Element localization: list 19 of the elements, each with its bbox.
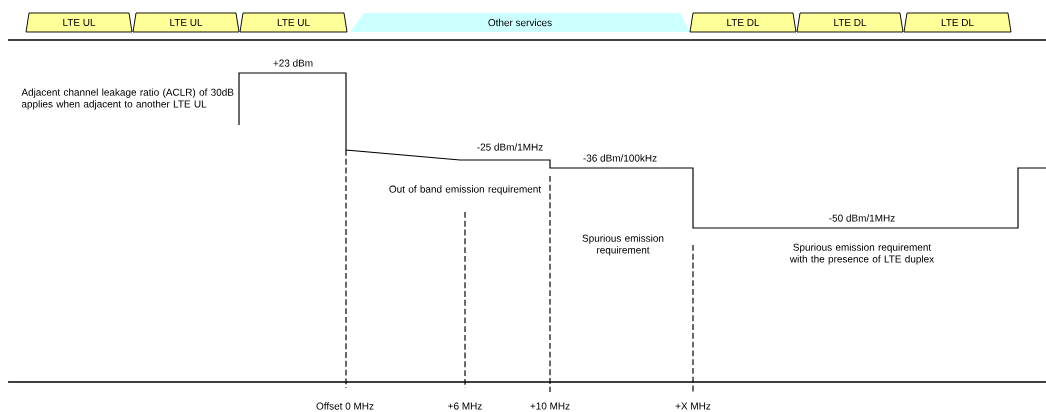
annotation-text: Out of band emission requirement	[389, 185, 541, 195]
band-tab: LTE UL	[132, 12, 240, 33]
band-tab: LTE DL	[796, 12, 904, 33]
frequency-label: +6 MHz	[448, 402, 482, 410]
annotation-text: Adjacent channel leakage ratio (ACLR) of 30dB applies when adjacent to another LTE UL	[21, 88, 234, 110]
power-label: -25 dBm/1MHz	[477, 143, 543, 151]
band-segment: Other services	[350, 13, 690, 32]
frequency-label: +X MHz	[675, 402, 711, 410]
band-tab: LTE DL	[903, 12, 1012, 33]
annotation-text: Spurious emission requirement with the presence of LTE duplex	[789, 243, 934, 265]
band-tab: LTE DL	[689, 12, 797, 33]
band-tab: LTE UL	[239, 12, 348, 33]
power-label: -50 dBm/1MHz	[829, 214, 895, 222]
annotation-text: Spurious emission requirement	[582, 234, 664, 256]
frequency-label: Offset 0 MHz	[316, 402, 374, 410]
band-tab: LTE UL	[25, 12, 133, 33]
frequency-label: +10 MHz	[530, 402, 570, 410]
power-label: +23 dBm	[273, 59, 313, 67]
power-label: -36 dBm/100kHz	[583, 154, 657, 162]
